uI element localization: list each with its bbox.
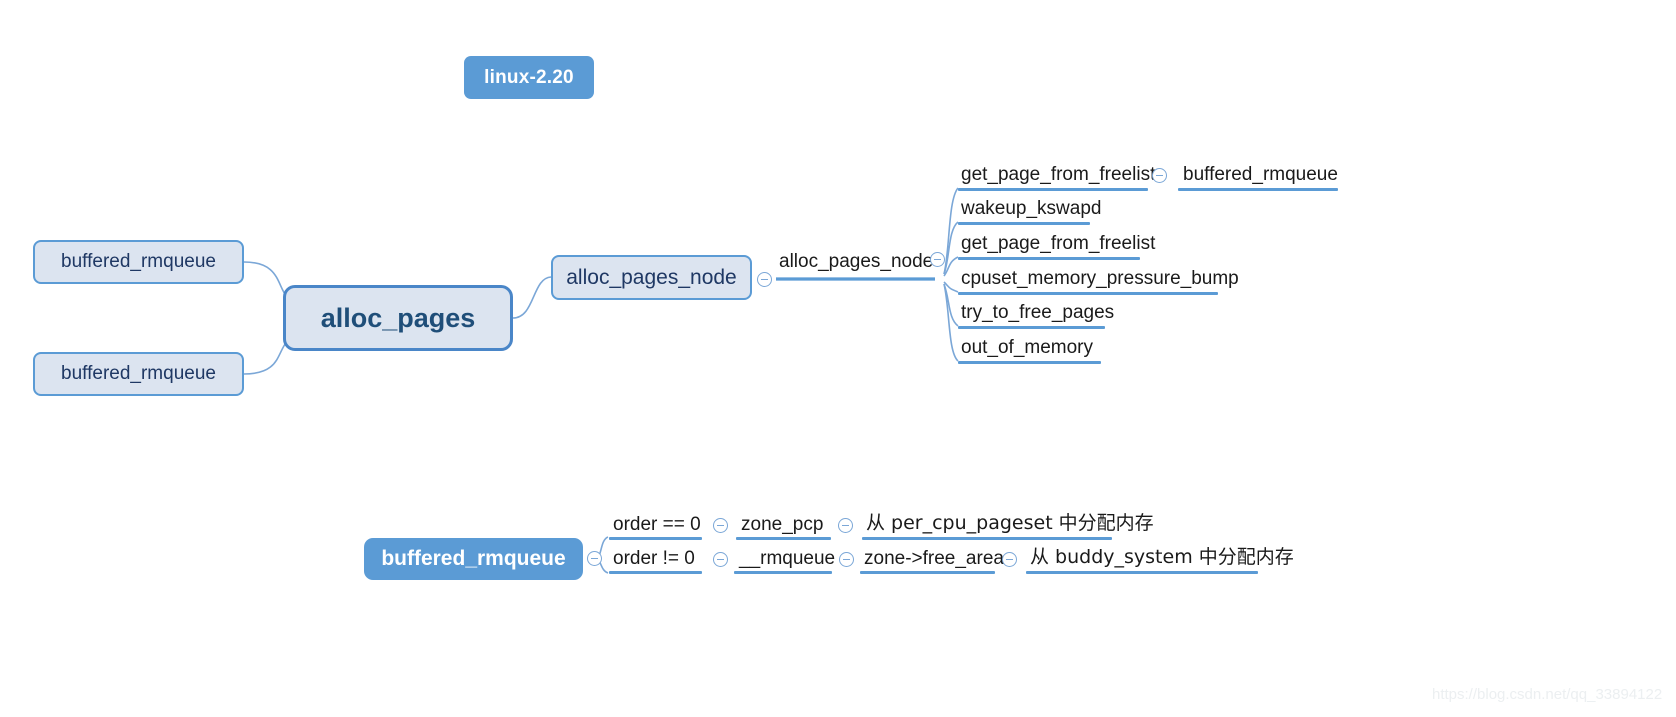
collapse-minus-icon-bottom-root[interactable] bbox=[587, 551, 602, 566]
right-item-underline-4 bbox=[958, 292, 1218, 295]
node-alloc-pages-node[interactable]: alloc_pages_node bbox=[551, 255, 752, 300]
bottom-row1-cond-underline bbox=[609, 537, 702, 540]
bottom-row1-func-underline bbox=[736, 537, 831, 540]
collapse-minus-icon-row1-cond[interactable] bbox=[713, 518, 728, 533]
collapse-minus-icon-right-hub[interactable] bbox=[930, 252, 945, 267]
right-item-label-2[interactable]: wakeup_kswapd bbox=[961, 198, 1102, 219]
root-node-alloc-pages[interactable]: alloc_pages bbox=[283, 285, 513, 351]
collapse-minus-icon-row2-cond[interactable] bbox=[713, 552, 728, 567]
collapse-minus-icon-row2-func[interactable] bbox=[839, 552, 854, 567]
watermark-text: https://blog.csdn.net/qq_33894122 bbox=[1432, 686, 1663, 703]
right-item-child-underline-1 bbox=[1178, 188, 1338, 191]
right-item-child-label-1[interactable]: buffered_rmqueue bbox=[1183, 164, 1338, 185]
bottom-row2-func[interactable]: __rmqueue bbox=[739, 548, 836, 569]
link-item-3 bbox=[943, 256, 959, 277]
bottom-row2-area[interactable]: zone->free_area bbox=[864, 548, 1004, 569]
right-item-label-3[interactable]: get_page_from_freelist bbox=[961, 233, 1156, 254]
left-node-buffered-rmqueue-1[interactable]: buffered_rmqueue bbox=[33, 240, 244, 284]
connector-label-alloc-pages-node: alloc_pages_node bbox=[779, 251, 934, 272]
link-item-2 bbox=[943, 221, 959, 275]
link-item-5 bbox=[943, 283, 959, 327]
bottom-row2-cond[interactable]: order != 0 bbox=[613, 548, 695, 569]
collapse-minus-icon-item-1[interactable] bbox=[1152, 168, 1167, 183]
right-item-underline-3 bbox=[958, 257, 1140, 260]
right-item-label-1[interactable]: get_page_from_freelist bbox=[961, 164, 1156, 185]
bottom-row1-desc-underline bbox=[862, 537, 1112, 540]
bottom-row1-desc[interactable]: 从 per_cpu_pageset 中分配内存 bbox=[866, 512, 1154, 534]
collapse-minus-icon-row1-func[interactable] bbox=[838, 518, 853, 533]
collapse-minus-icon-alloc-pages-node[interactable] bbox=[757, 272, 772, 287]
link-item-4 bbox=[943, 281, 959, 293]
link-root-right bbox=[512, 276, 552, 319]
left-node-buffered-rmqueue-2[interactable]: buffered_rmqueue bbox=[33, 352, 244, 396]
right-item-underline-5 bbox=[958, 326, 1105, 329]
right-item-label-5[interactable]: try_to_free_pages bbox=[961, 302, 1115, 323]
right-item-label-6[interactable]: out_of_memory bbox=[961, 337, 1094, 358]
bottom-row2-cond-underline bbox=[609, 571, 702, 574]
bottom-row2-func-underline bbox=[734, 571, 832, 574]
bottom-row1-func[interactable]: zone_pcp bbox=[741, 514, 824, 535]
bottom-row2-area-underline bbox=[860, 571, 995, 574]
bottom-row1-cond[interactable]: order == 0 bbox=[613, 514, 701, 535]
right-item-underline-2 bbox=[958, 222, 1090, 225]
right-item-underline-1 bbox=[958, 188, 1148, 191]
map-title-node[interactable]: linux-2.20 bbox=[464, 56, 594, 99]
link-item-1 bbox=[943, 187, 959, 275]
bottom-row2-desc[interactable]: 从 buddy_system 中分配内存 bbox=[1030, 546, 1294, 568]
collapse-minus-icon-row2-area[interactable] bbox=[1002, 552, 1017, 567]
bottom-root-node-buffered-rmqueue[interactable]: buffered_rmqueue bbox=[364, 538, 583, 580]
bottom-row2-desc-underline bbox=[1026, 571, 1258, 574]
right-item-underline-6 bbox=[958, 361, 1101, 364]
right-item-label-4[interactable]: cpuset_memory_pressure_bump bbox=[961, 268, 1239, 289]
link-item-6 bbox=[943, 283, 959, 362]
